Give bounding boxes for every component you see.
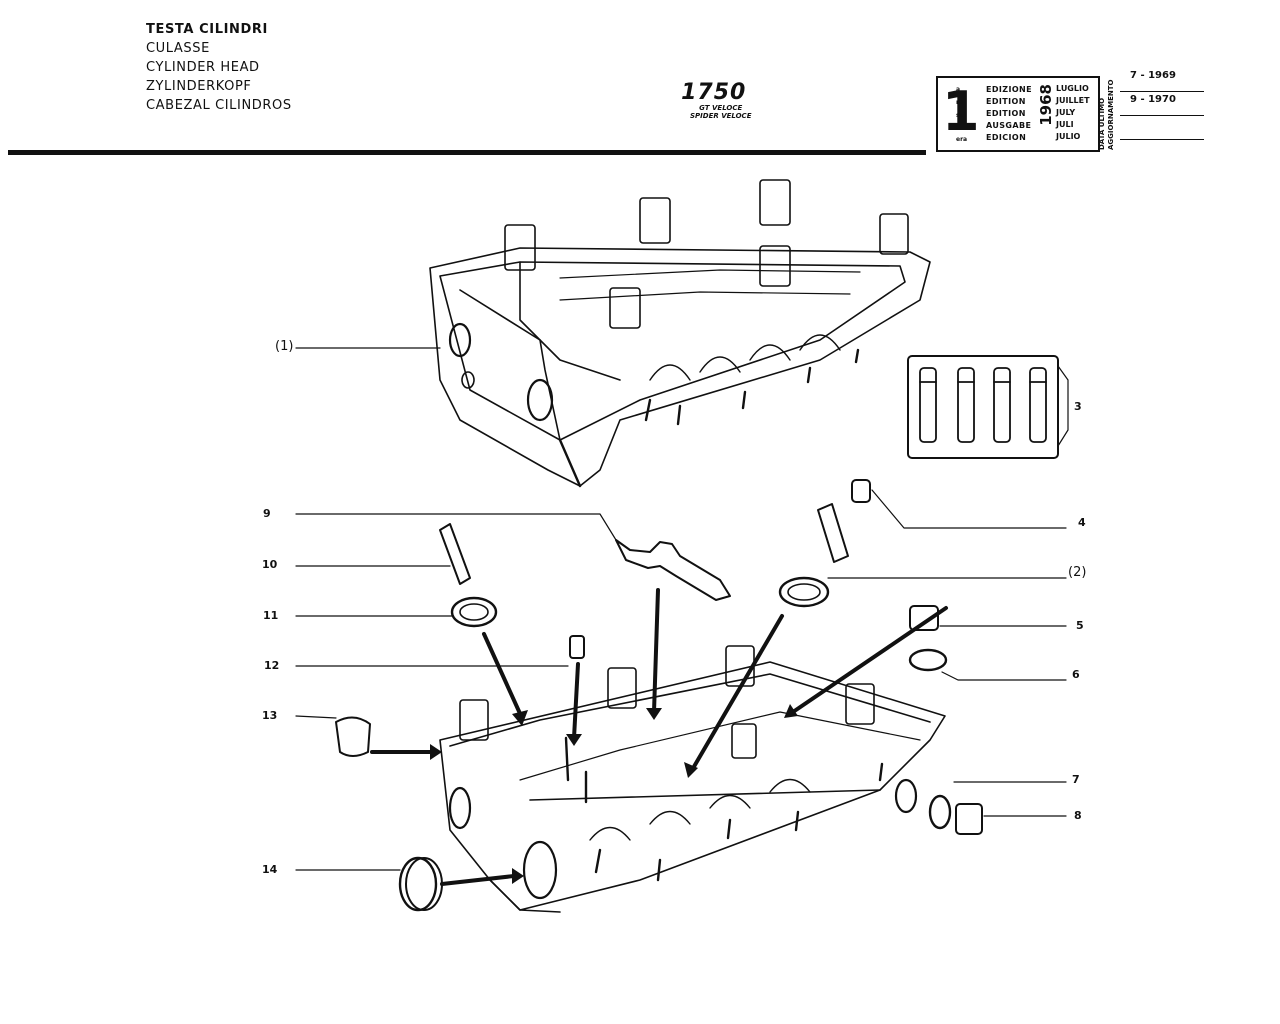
edition-label: EDICION xyxy=(986,133,1027,142)
edition-ordinal: re xyxy=(956,99,964,106)
callout-7: 7 xyxy=(1072,773,1080,786)
edition-box: 1 a re st . era EDIZIONE EDITION EDITION… xyxy=(936,76,1100,152)
variant-gt: GT VELOCE xyxy=(699,104,743,112)
edition-number: 1 xyxy=(942,80,980,143)
callout-14: 14 xyxy=(262,863,278,876)
callout-8: 8 xyxy=(1074,809,1082,822)
valve-guides xyxy=(919,367,1047,443)
model-block: 1750 GT VELOCE SPIDER VELOCE xyxy=(676,80,752,121)
section-titles: TESTA CILINDRI CULASSE CYLINDER HEAD ZYL… xyxy=(146,20,292,115)
edition-label: EDITION xyxy=(986,97,1026,106)
edition-month: JULIO xyxy=(1056,132,1081,141)
edition-label: EDIZIONE xyxy=(986,85,1033,94)
title-de: ZYLINDERKOPF xyxy=(146,79,252,94)
edition-label: EDITION xyxy=(986,109,1026,118)
callout-3: 3 xyxy=(1074,400,1082,413)
edition-month: LUGLIO xyxy=(1056,84,1089,93)
cylinder-head-assembled xyxy=(429,179,931,488)
edition-ordinal: . xyxy=(956,124,959,131)
variant-spider: SPIDER VELOCE xyxy=(690,112,752,120)
callout-9: 9 xyxy=(263,507,271,520)
header-rule xyxy=(8,150,926,155)
update-date: 9 - 1970 xyxy=(1120,92,1204,116)
edition-ordinal: era xyxy=(956,136,968,143)
callout-5: 5 xyxy=(1076,619,1084,632)
title-fr: CULASSE xyxy=(146,41,210,56)
callout-11: 11 xyxy=(263,609,279,622)
edition-month: JULY xyxy=(1056,108,1076,117)
title-en: CYLINDER HEAD xyxy=(146,60,260,75)
callout-10: 10 xyxy=(262,558,278,571)
edition-label: AUSGABE xyxy=(986,121,1032,130)
model-number: 1750 xyxy=(681,80,747,105)
callout-2: (2) xyxy=(1068,565,1087,580)
update-date xyxy=(1120,116,1204,140)
callout-12: 12 xyxy=(264,659,280,672)
title-it: TESTA CILINDRI xyxy=(146,22,268,37)
update-date: 7 - 1969 xyxy=(1120,68,1204,92)
callout-4: 4 xyxy=(1078,516,1086,529)
edition-month: JUILLET xyxy=(1056,96,1090,105)
callout-13: 13 xyxy=(262,709,278,722)
edition-ordinal: st xyxy=(956,112,963,119)
callout-1: (1) xyxy=(275,339,294,354)
callout-6: 6 xyxy=(1072,668,1080,681)
update-dates: 7 - 1969 9 - 1970 xyxy=(1120,68,1204,140)
title-es: CABEZAL CILINDROS xyxy=(146,98,292,113)
edition-month: JULI xyxy=(1056,120,1074,129)
edition-ordinal: a xyxy=(956,86,961,93)
